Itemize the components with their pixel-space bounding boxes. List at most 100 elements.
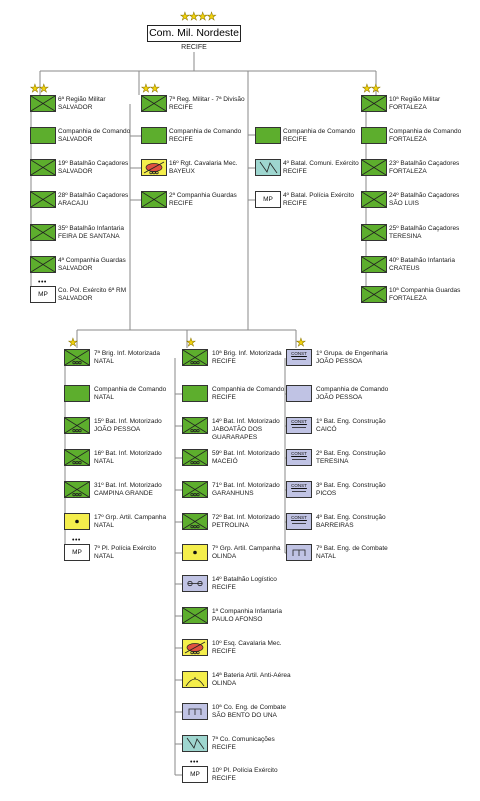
- unit-name: 16º Bat. Inf. Motorizado: [94, 450, 162, 457]
- unit-location: BARREIRAS: [316, 522, 354, 529]
- unit-location: RECIFE: [283, 168, 307, 175]
- unit-location: NATAL: [94, 553, 114, 560]
- unit-name: 2ª Companhia Guardas: [169, 192, 237, 199]
- hq-location: RECIFE: [181, 44, 207, 51]
- unit-location: RECIFE: [212, 394, 236, 401]
- symbol-text: CONST: [291, 419, 307, 424]
- unit-name: 7º Bat. Eng. de Combate: [316, 545, 388, 552]
- const-unit-symbol: CONST: [286, 449, 312, 466]
- unit-location: SALVADOR: [58, 265, 93, 272]
- unit-location: RECIFE: [212, 584, 236, 591]
- symbol-text: MP: [72, 549, 82, 556]
- unit-name: 4º Batal. Polícia Exército: [283, 192, 355, 199]
- unit-name: 10ª Brig. Inf. Motorizada: [212, 350, 282, 357]
- rank-stars: ★★: [141, 83, 160, 95]
- unit-name: 10º Pl. Polícia Exército: [212, 767, 278, 774]
- unit-location: RECIFE: [283, 200, 307, 207]
- unit-name: 28º Batalhão Caçadores: [58, 192, 129, 199]
- unit-location: TERESINA: [389, 233, 422, 240]
- unit-location: CRATEUS: [389, 265, 420, 272]
- unit-location: JABOATÃO DOS: [212, 426, 263, 433]
- unit-name: 31º Bat. Inf. Motorizado: [94, 482, 162, 489]
- unit-location: PICOS: [316, 490, 337, 497]
- rank-stars: ★★: [30, 83, 49, 95]
- infantry-unit-symbol: [141, 95, 167, 112]
- infantry-unit-symbol: [30, 256, 56, 273]
- plain-unit-symbol: [182, 385, 208, 402]
- unit-location: NATAL: [94, 522, 114, 529]
- unit-location: RECIFE: [169, 136, 193, 143]
- unit-location: FORTALEZA: [389, 168, 427, 175]
- unit-location: RECIFE: [212, 744, 236, 751]
- unit-location: GUARARAPES: [212, 434, 258, 441]
- symbol-text: CONST: [291, 515, 307, 520]
- infantry-unit-symbol: [30, 159, 56, 176]
- unit-name: 72º Bat. Inf. Motorizado: [212, 514, 280, 521]
- unit-location: RECIFE: [212, 358, 236, 365]
- hq-rank-stars: ★★★★: [180, 11, 217, 23]
- unit-location: PETROLINA: [212, 522, 249, 529]
- unit-name: 15º Bat. Inf. Motorizado: [94, 418, 162, 425]
- unit-name: Companhia de Comando: [389, 128, 462, 135]
- unit-name: 1º Bat. Eng. Construção: [316, 418, 386, 425]
- motinf-unit-symbol: [64, 349, 90, 366]
- unit-name: 7ª Brig. Inf. Motorizada: [94, 350, 160, 357]
- engineer-unit-symbol: [286, 544, 312, 561]
- unit-location: RECIFE: [169, 200, 193, 207]
- unit-location: RECIFE: [212, 648, 236, 655]
- unit-location: RECIFE: [212, 775, 236, 782]
- infantry-unit-symbol: [361, 286, 387, 303]
- plain-unit-symbol: [361, 127, 387, 144]
- unit-label: 16º Rgt. Cavalaria Mec.BAYEUX: [169, 160, 238, 176]
- unit-location: PAULO AFONSO: [212, 616, 263, 623]
- unit-name: Co. Pol. Exército 6ª RM: [58, 287, 127, 294]
- unit-name: 14º Batalhão Logístico: [212, 576, 277, 583]
- unit-name: 17º Grp. Artil. Campanha: [94, 514, 167, 521]
- unit-location: RECIFE: [283, 136, 307, 143]
- infantry-unit-symbol: [361, 256, 387, 273]
- unit-location: TERESINA: [316, 458, 349, 465]
- cavalry-unit-symbol: [141, 159, 167, 176]
- mp-unit-symbol: MP: [30, 286, 56, 303]
- unit-name: 7ª Reg. Militar - 7ª Divisão: [169, 96, 245, 103]
- unit-name: 3º Bat. Eng. Construção: [316, 482, 386, 489]
- unit-name: 35º Batalhão Infantaria: [58, 225, 124, 232]
- echelon-dots: •••: [38, 279, 47, 286]
- rank-stars: ★: [68, 337, 78, 349]
- unit-name: 10ª Região Militar: [389, 96, 441, 103]
- unit-location: CAICÓ: [316, 426, 337, 433]
- signal-unit-symbol: [182, 735, 208, 752]
- unit-location: BAYEUX: [169, 168, 195, 175]
- unit-name: Companhia de Comando: [58, 128, 131, 135]
- unit-location: FORTALEZA: [389, 295, 427, 302]
- unit-location: JOÃO PESSOA: [316, 394, 363, 401]
- unit-name: Companhia de Comando: [94, 386, 167, 393]
- unit-name: 10º Esq. Cavalaria Mec.: [212, 640, 282, 647]
- infantry-unit-symbol: [30, 95, 56, 112]
- unit-location: SALVADOR: [58, 104, 93, 111]
- symbol-text: MP: [190, 771, 200, 778]
- symbol-text: MP: [263, 196, 273, 203]
